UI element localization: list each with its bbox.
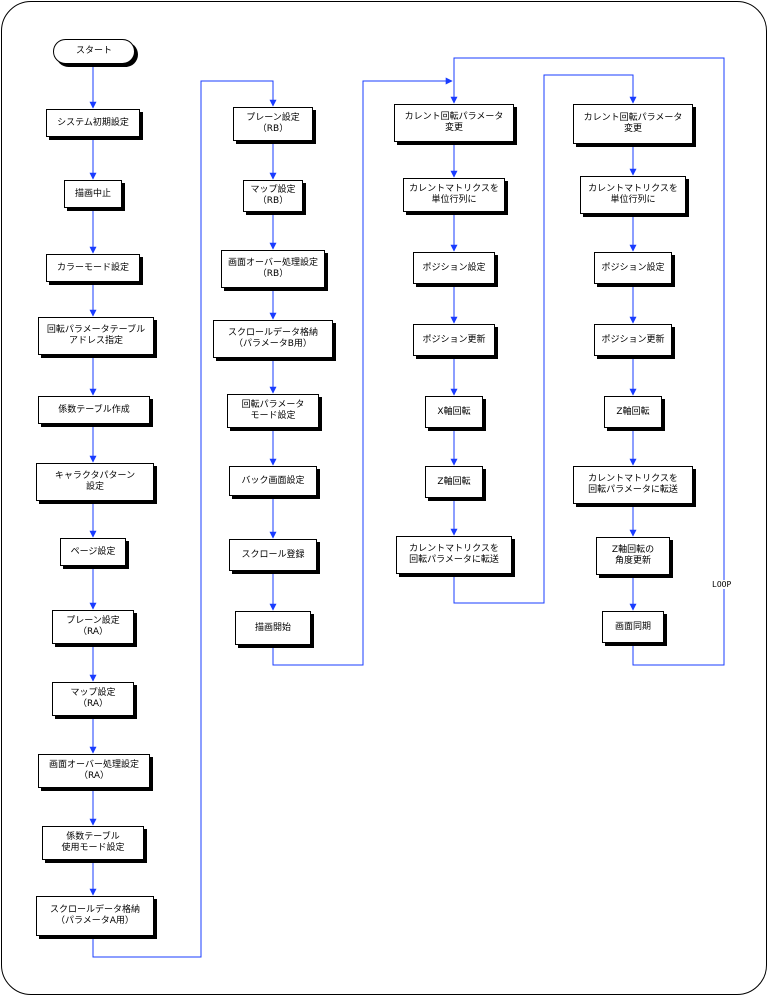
step-position-update-2: ポジション更新 (594, 324, 672, 356)
step-z-rotation-angle-update: Z軸回転の 角度更新 (596, 537, 670, 575)
step-coefficient-mode: 係数テーブル 使用モード設定 (42, 826, 144, 860)
step-screen-sync: 画面同期 (602, 611, 664, 643)
route-col2-to-col3 (272, 77, 453, 666)
step-rotation-table-address: 回転パラメータテーブル アドレス指定 (38, 317, 154, 355)
step-current-rotation-change-2: カレント回転パラメータ 変更 (573, 104, 693, 144)
step-position-set-1: ポジション設定 (413, 252, 495, 284)
route-loop-back (450, 57, 725, 666)
step-position-update-1: ポジション更新 (413, 324, 495, 356)
loop-label: LOOP (711, 580, 733, 589)
step-current-matrix-transfer-1: カレントマトリクスを 回転パラメータに転送 (396, 536, 512, 574)
step-page-setting: ページ設定 (60, 538, 126, 566)
step-system-init: システム初期設定 (46, 109, 140, 137)
start-terminal: スタート (53, 39, 135, 64)
step-map-ra: マップ設定 （RA） (52, 682, 134, 716)
step-plane-rb: プレーン設定 （RB） (233, 107, 313, 141)
step-scroll-register: スクロール登録 (229, 539, 317, 571)
step-z-axis-rotation-2: Z軸回転 (604, 396, 662, 428)
route-col3-to-col4 (453, 74, 637, 604)
step-map-rb: マップ設定 （RB） (243, 180, 303, 212)
step-screen-over-ra: 画面オーバー処理設定 （RA） (38, 754, 150, 788)
step-color-mode: カラーモード設定 (46, 254, 140, 282)
step-scroll-data-a: スクロールデータ格納 （パラメータA用） (36, 896, 154, 936)
step-character-pattern: キャラクタパターン 設定 (36, 463, 154, 501)
step-current-rotation-change-1: カレント回転パラメータ 変更 (394, 104, 514, 142)
step-current-matrix-identity-2: カレントマトリクスを 単位行列に (580, 176, 686, 214)
step-coefficient-table-create: 係数テーブル作成 (38, 396, 150, 424)
step-screen-over-rb: 画面オーバー処理設定 （RB） (221, 250, 325, 288)
step-back-screen: バック画面設定 (229, 466, 317, 496)
step-rotation-param-mode: 回転パラメータ モード設定 (227, 394, 319, 428)
step-current-matrix-identity-1: カレントマトリクスを 単位行列に (403, 178, 505, 212)
route-col1-to-col2 (92, 80, 277, 958)
step-scroll-data-b: スクロールデータ格納 （パラメータB用） (213, 320, 333, 358)
step-z-axis-rotation-1: Z軸回転 (425, 466, 483, 498)
step-position-set-2: ポジション設定 (594, 252, 672, 284)
step-current-matrix-transfer-2: カレントマトリクスを 回転パラメータに転送 (573, 466, 693, 504)
step-x-axis-rotation: X軸回転 (425, 396, 483, 428)
step-plane-ra: プレーン設定 （RA） (52, 610, 134, 644)
step-draw-start: 描画開始 (235, 611, 311, 645)
step-draw-stop: 描画中止 (64, 180, 122, 208)
